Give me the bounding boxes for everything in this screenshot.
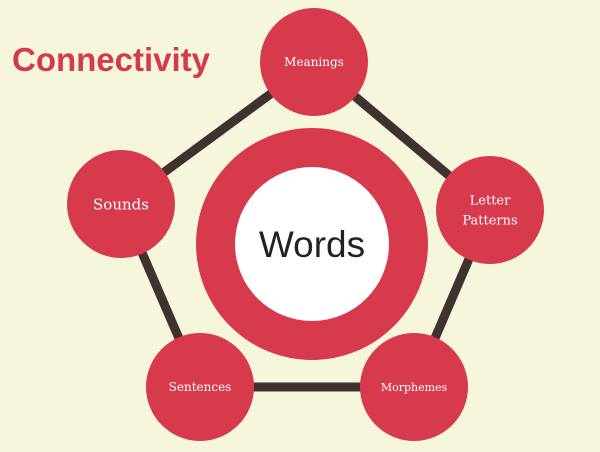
node-sentences-label: Sentences: [169, 380, 232, 394]
node-sentences: Sentences: [146, 333, 254, 441]
center-label: Words: [259, 224, 365, 265]
center-core: [235, 167, 389, 321]
node-sounds: Sounds: [67, 150, 175, 258]
node-morphemes-label: Morphemes: [381, 381, 448, 394]
node-meanings: Meanings: [260, 8, 368, 116]
node-meanings-circle: [260, 8, 368, 116]
node-sounds-label: Sounds: [93, 195, 149, 213]
node-meanings-label: Meanings: [284, 55, 344, 69]
node-letter-patterns-label-2: Patterns: [462, 214, 517, 229]
node-letter-patterns-circle: [436, 156, 544, 264]
node-sounds-circle: [67, 150, 175, 258]
node-sentences-circle: [146, 333, 254, 441]
node-morphemes: Morphemes: [360, 333, 468, 441]
node-morphemes-circle: [360, 333, 468, 441]
diagram-title: Connectivity: [12, 41, 211, 78]
node-letter-patterns-label-1: Letter: [470, 193, 511, 208]
